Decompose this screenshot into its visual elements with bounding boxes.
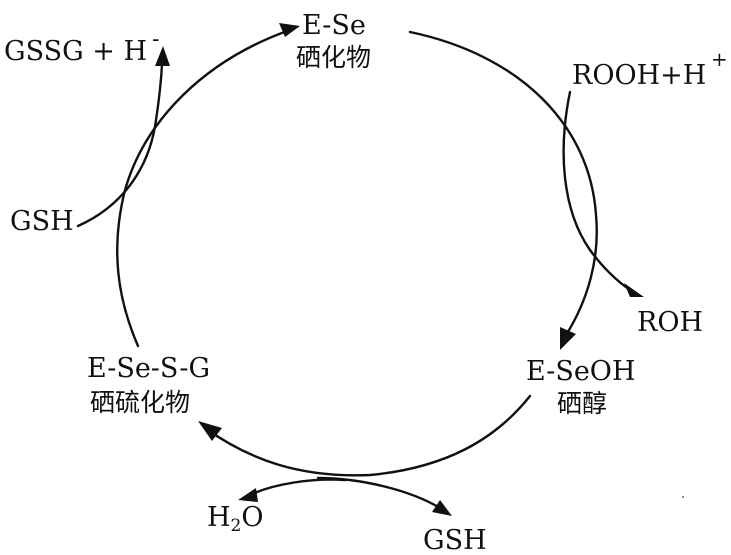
h2o-subscript: 2 bbox=[231, 516, 242, 536]
arc-e-se-s-g-to-e-se bbox=[116, 28, 292, 348]
rooh-superscript: + bbox=[711, 47, 728, 71]
reagent-h2o: H2O bbox=[207, 502, 264, 536]
gssg-superscript: - bbox=[152, 27, 159, 52]
e-se-s-g-formula: E-Se-S-G bbox=[87, 353, 210, 384]
reagent-roh: ROH bbox=[637, 307, 703, 338]
reagent-gsh-left: GSH bbox=[10, 206, 74, 237]
arc-e-se-to-e-seoh bbox=[408, 30, 598, 337]
e-seoh-name: 硒醇 bbox=[557, 389, 607, 418]
arrow-gsh-to-gssg bbox=[76, 62, 164, 228]
arrowhead-gssg bbox=[155, 46, 170, 66]
e-se-formula: E-Se bbox=[302, 10, 366, 41]
arc-e-seoh-to-e-se-s-g bbox=[203, 394, 532, 477]
h2o-o: O bbox=[241, 502, 263, 533]
reagent-gsh-bottom: GSH bbox=[423, 525, 487, 555]
arrowhead-e-seoh bbox=[560, 327, 576, 350]
arrowhead-roh bbox=[624, 283, 644, 297]
species-e-se: E-Se 硒化物 bbox=[296, 10, 371, 72]
rooh-label: ROOH+H bbox=[572, 60, 706, 91]
h2o-h: H bbox=[207, 502, 231, 533]
svg-text:H2O: H2O bbox=[207, 502, 264, 536]
arrowhead-h2o bbox=[238, 488, 258, 502]
e-seoh-formula: E-SeOH bbox=[526, 356, 636, 387]
e-se-s-g-name: 硒硫化物 bbox=[90, 388, 190, 417]
species-e-seoh: E-SeOH 硒醇 bbox=[526, 356, 636, 418]
arrowhead-e-se-s-g bbox=[198, 421, 222, 441]
arrowhead-gsh-bottom bbox=[432, 500, 452, 516]
gssg-label: GSSG + H bbox=[4, 36, 147, 67]
arrow-rooh-to-roh bbox=[562, 90, 632, 292]
arrow-to-gsh-bottom bbox=[316, 476, 442, 510]
arrowhead-e-se bbox=[279, 23, 300, 37]
reagent-rooh: ROOH+H + bbox=[572, 47, 728, 91]
species-e-se-s-g: E-Se-S-G 硒硫化物 bbox=[87, 353, 210, 417]
e-se-name: 硒化物 bbox=[296, 43, 371, 72]
reagent-gssg: GSSG + H - bbox=[4, 27, 159, 67]
speck-mark bbox=[682, 496, 684, 498]
arrow-to-h2o bbox=[250, 478, 347, 496]
